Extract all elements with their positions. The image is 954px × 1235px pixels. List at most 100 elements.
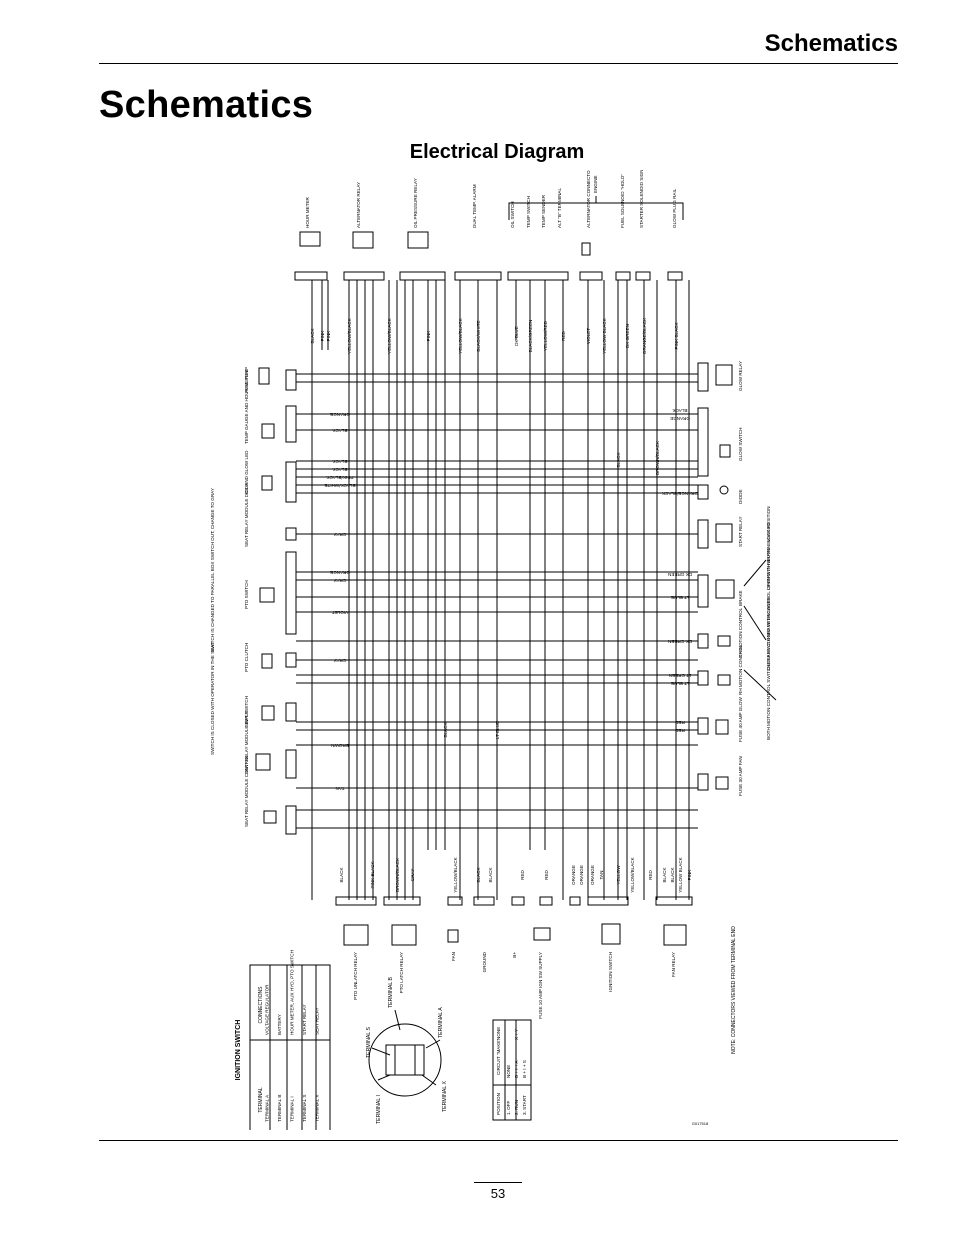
glow-switch-label: GLOW SWITCH bbox=[738, 428, 743, 461]
top-wire-label: YELLOW/BLACK bbox=[458, 317, 463, 353]
bottom-wire-label: BLACK bbox=[662, 867, 667, 883]
ignition-switch-label: IGNITION SWITCH bbox=[608, 952, 613, 992]
switch-terminal-label: TERMINAL X bbox=[442, 1081, 448, 1112]
bottom-wire-label: ORANGE bbox=[579, 865, 584, 885]
fuel-solenoid-hold-label: FUEL SOLENOID "HOLD" bbox=[620, 174, 625, 228]
ignition-table-title: IGNITION SWITCH bbox=[235, 1020, 242, 1081]
ignition-table-connection: BATTERY bbox=[277, 1014, 282, 1035]
right-note: BOTH MOTION CONTROL SWITCHES ARE CLOSED … bbox=[766, 506, 771, 740]
lh-motion-control-label: LH MOTION CONTROL bbox=[738, 607, 743, 657]
left-wire-label: ORANGE bbox=[330, 570, 350, 575]
bottom-wire-label: YELLOW BLACK bbox=[678, 856, 683, 892]
left-wire-label: ORANGE bbox=[330, 412, 350, 417]
circuit-table-none: X + Y bbox=[514, 1029, 519, 1040]
bottom-wire-label: GRAY bbox=[410, 869, 415, 882]
temp-gauge-label: TEMP GAUGE AND HOUR METER bbox=[244, 370, 249, 444]
circuit-table-make: B + I + A bbox=[514, 1059, 519, 1078]
top-wire-label: YELLOW BLACK bbox=[602, 317, 607, 353]
left-wire-label: GRAY bbox=[334, 578, 347, 583]
top-wire-label: PINK BLACK bbox=[674, 322, 679, 350]
alternator-relay-label: ALTERNATOR RELAY bbox=[356, 182, 361, 228]
starter-solenoid-signal-label: STARTER SOLENOID SIGNAL bbox=[639, 170, 644, 228]
left-wire-label: BLACK bbox=[332, 467, 348, 472]
right-wire-label: BLACK bbox=[672, 408, 688, 413]
page-number-rule bbox=[474, 1182, 522, 1183]
switch-terminal-label: TERMINAL I bbox=[376, 1095, 382, 1124]
seat-switch-label: SEAT SWITCH bbox=[244, 696, 249, 727]
seat-relay-diode-label: SEAT RELAY MODULE DIODE bbox=[244, 483, 249, 547]
pto-unlatch-relay-label: PTO UNLATCH RELAY bbox=[353, 952, 358, 1000]
fuse-10amp-label: FUSE 10 AMP IGN SW SUPPLY bbox=[538, 952, 543, 1019]
diode-label: DIODE bbox=[738, 489, 743, 504]
top-wire-label: YELLOW/BLACK bbox=[387, 317, 392, 353]
left-wire-label: PINK/BLACK bbox=[326, 475, 354, 480]
temp-sender-label: TEMP SENDER bbox=[541, 194, 546, 228]
bottom-wire-label: PINK bbox=[687, 869, 692, 881]
start-relay-label: START RELAY bbox=[738, 516, 743, 547]
pto-clutch-label: PTO CLUTCH bbox=[244, 643, 249, 672]
mid-wire-label: BLACK bbox=[443, 722, 448, 738]
circuit-table-header: NONE bbox=[496, 1027, 501, 1040]
footer-rule bbox=[99, 1140, 898, 1141]
rh-motion-control-label: RH MOTION CONTROL bbox=[738, 645, 743, 695]
pto-latch-relay-label: PTO LATCH RELAY bbox=[399, 952, 404, 993]
glow-plug-rail-label: GLOW PLUG RAIL bbox=[672, 188, 677, 228]
right-wire-label: DK GREEN bbox=[668, 639, 692, 644]
bottom-wire-label: BLACK bbox=[339, 867, 344, 883]
circuit-table-header: CIRCUIT "MAKE" bbox=[496, 1039, 501, 1075]
top-wire-label: PINK bbox=[320, 330, 325, 342]
circuit-table-header: POSITION bbox=[496, 1093, 501, 1115]
bottom-wire-label: YELLOW/BLACK bbox=[630, 856, 635, 892]
header-section-title: Schematics bbox=[764, 30, 898, 57]
engine-label: ENGINE bbox=[593, 175, 598, 193]
glow-relay-label: GLOW RELAY bbox=[738, 361, 743, 391]
diagram-title: Electrical Diagram bbox=[409, 141, 585, 163]
top-wire-label: PINK bbox=[426, 330, 431, 342]
bottom-wire-label: ORANGE bbox=[571, 865, 576, 885]
alternator-connector-label: ALTERNATOR CONNECTOR bbox=[586, 170, 591, 228]
hour-meter-label: HOUR METER bbox=[305, 196, 310, 228]
right-wire-label: DK GREEN bbox=[668, 572, 692, 577]
bottom-wire-label: BLACK bbox=[488, 867, 493, 883]
fuse-glow-label: FUSE 40 AMP GLOW bbox=[738, 696, 743, 742]
ignition-table-connection: HOUR METER, AUX HYD, PTO SWITCH bbox=[290, 950, 295, 1035]
ignition-table-terminal: TERMINAL B bbox=[277, 1095, 282, 1122]
ground-label: GROUND bbox=[482, 951, 487, 972]
left-wire-label: TAN bbox=[336, 786, 345, 791]
bottom-wire-label: RED bbox=[544, 869, 549, 879]
switch-terminal-label: TERMINAL A bbox=[438, 1007, 444, 1038]
seat-relay-input-label: SEAT RELAY MODULE INPUT bbox=[244, 710, 249, 774]
ignition-table-header: TERMINAL bbox=[258, 1087, 264, 1113]
left-note: SWITCH IS CLOSED WITH OPERATOR IN THE SE… bbox=[210, 642, 215, 755]
top-wire-label: ORANGE/BLACK bbox=[642, 317, 647, 354]
ignition-table-terminal: TERMINAL A bbox=[265, 1094, 270, 1122]
left-wire-label: BLACK bbox=[332, 428, 348, 433]
left-wire-label: BLACK bbox=[332, 459, 348, 464]
ignition-table-connection: START RELAY bbox=[302, 1004, 307, 1035]
ignition-table-connection: VOLTAGE REGULATOR bbox=[265, 984, 270, 1035]
header-rule bbox=[99, 63, 898, 64]
page-title: Schematics bbox=[99, 84, 314, 126]
right-note: OPEN WITH BRAKE ENGAGED bbox=[766, 522, 771, 590]
ignition-table-connection: SEAT RELAY bbox=[315, 1007, 320, 1035]
page-number: 53 bbox=[490, 1186, 506, 1201]
top-wire-label: YELLOW/BLACK bbox=[347, 317, 352, 353]
right-wire-label: LT GREEN bbox=[669, 673, 692, 678]
right-wire-label: RED bbox=[674, 720, 684, 725]
fan-relay-label: FAN RELAY bbox=[671, 952, 676, 977]
switch-terminal-label: TERMINAL B bbox=[388, 977, 394, 1008]
bottom-wire-label: YELLOW/BLACK bbox=[453, 856, 458, 892]
right-wire-label: RED bbox=[674, 728, 684, 733]
circuit-table-position: 3. START bbox=[522, 1095, 527, 1115]
left-wire-label: BROWN bbox=[331, 743, 349, 748]
fuse-fan-label: FUSE 30 AMP FAN bbox=[738, 756, 743, 796]
left-wire-label: GRAY bbox=[334, 532, 347, 537]
temp-switch-label: TEMP SWITCH bbox=[526, 196, 531, 228]
alt-b-terminal-label: ALT "B" TERMINAL bbox=[557, 188, 562, 228]
right-wire-label: LT BLUE bbox=[671, 681, 689, 686]
bottom-wire-label: RED bbox=[648, 869, 653, 879]
dual-temp-alarm-label: DUAL TEMP. ALARM bbox=[472, 184, 477, 228]
diagram-code: G017518 bbox=[692, 1121, 709, 1126]
top-wire-label: PINK bbox=[326, 330, 331, 342]
